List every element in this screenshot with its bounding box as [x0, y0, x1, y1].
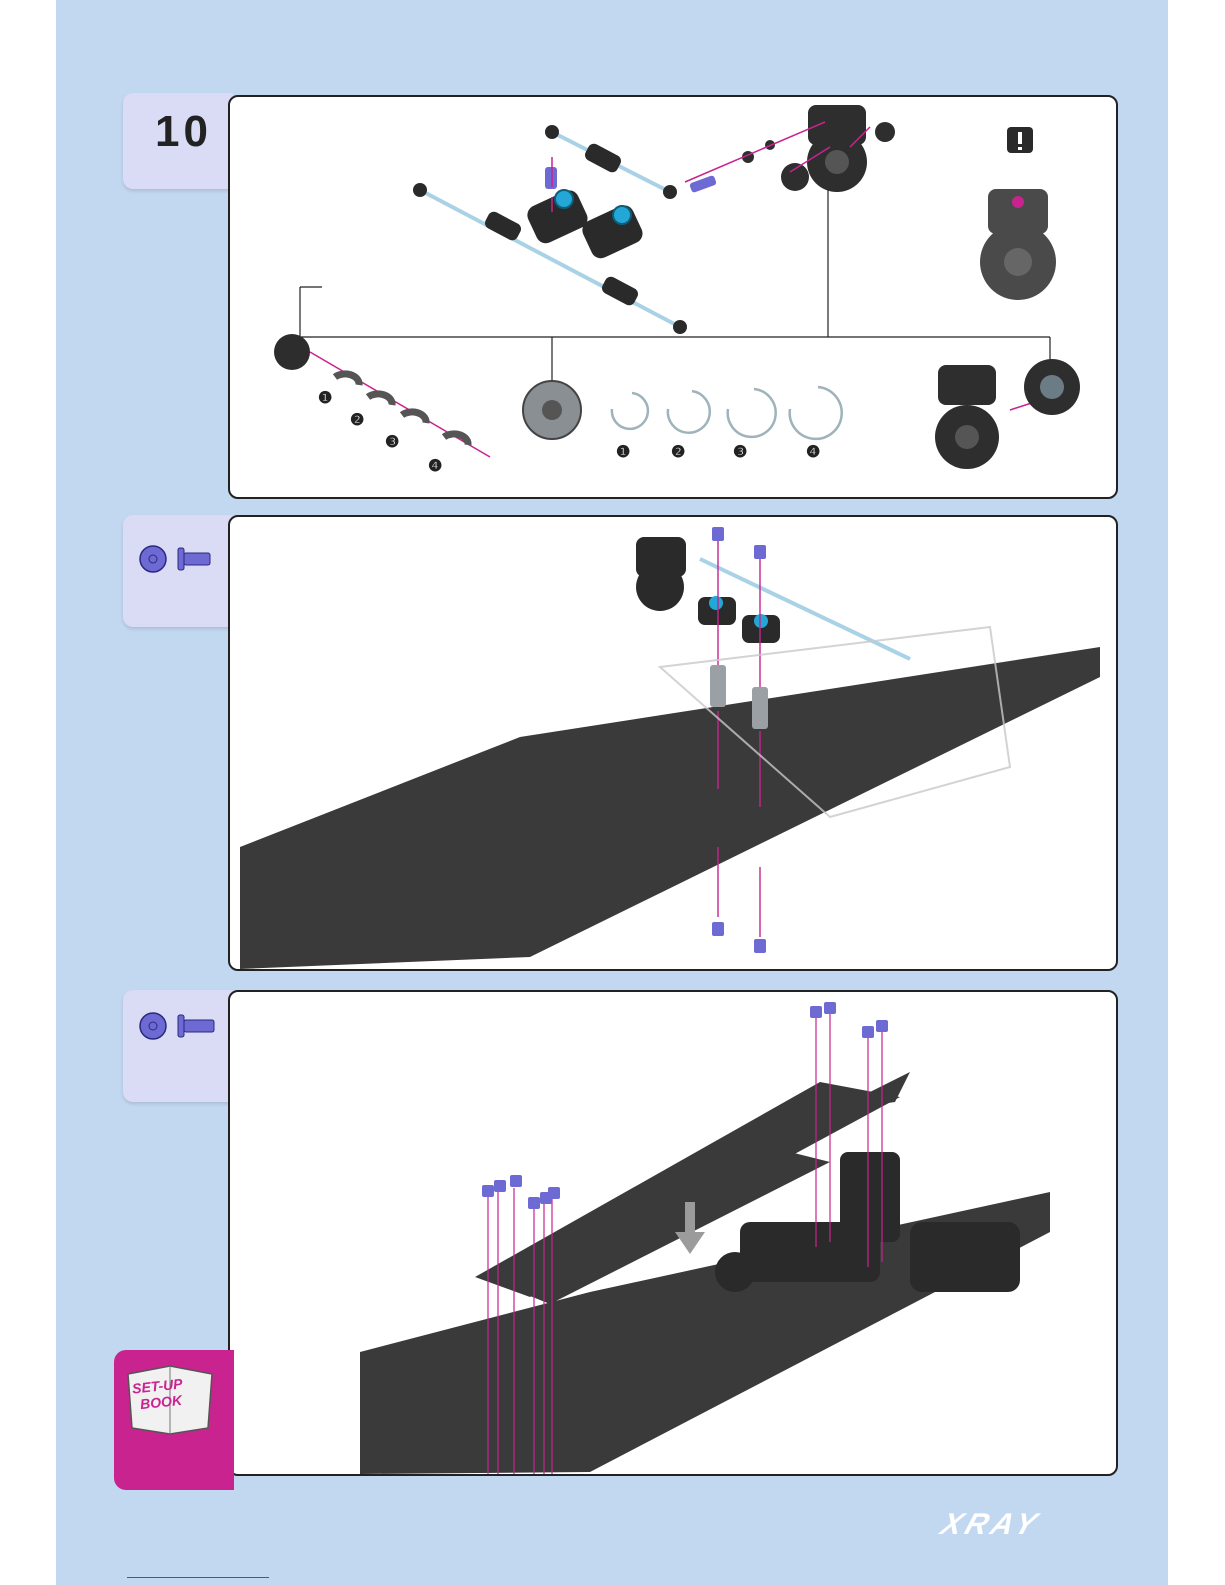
footer-divider	[127, 1577, 269, 1578]
spring-number-4: ❹	[806, 444, 820, 461]
spacer-number-3: ❸	[385, 434, 399, 451]
spacer-number-4: ❹	[428, 458, 442, 475]
panel-top-deck-mount	[228, 990, 1118, 1476]
spacer-number-2: ❷	[350, 412, 364, 429]
spring-number-2: ❷	[671, 444, 685, 461]
chassis-steering-mount-diagram	[230, 517, 1116, 969]
step-number: 10	[155, 107, 212, 157]
top-deck-mount-diagram	[230, 992, 1116, 1474]
setup-book-tab[interactable]: SET-UP BOOK	[114, 1350, 234, 1490]
xray-logo: XRAY	[936, 1508, 1044, 1542]
hardware-tab-2	[123, 990, 233, 1102]
panel-servo-saver-parts: ❶ ❷ ❸ ❹ ❶ ❷ ❸ ❹	[228, 95, 1118, 499]
screw-icon	[123, 515, 233, 627]
screw-icon	[123, 990, 233, 1102]
spring-number-1: ❶	[616, 444, 630, 461]
hardware-tab	[123, 515, 233, 627]
panel-chassis-steering-mount	[228, 515, 1118, 971]
servo-saver-exploded-diagram: ❶ ❷ ❸ ❹ ❶ ❷ ❸ ❹	[230, 97, 1116, 497]
spacer-number-1: ❶	[318, 390, 332, 407]
spring-number-3: ❸	[733, 444, 747, 461]
